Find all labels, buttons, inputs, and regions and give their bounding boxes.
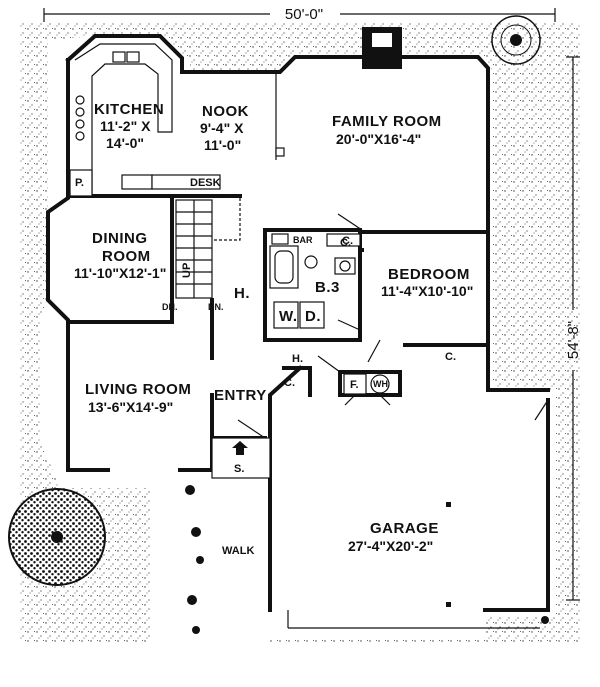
- kitchen-counter: P. DESK: [69, 43, 221, 197]
- garage-dim: 27'-4"X20'-2": [348, 538, 433, 554]
- door-swings: [237, 213, 549, 439]
- closet-label-bedroom: C.: [445, 351, 456, 363]
- kitchen-name: KITCHEN: [94, 101, 164, 118]
- up-label: UP: [181, 263, 193, 278]
- water-heater-label: WH: [373, 379, 388, 389]
- closets: C. C. C. F. WH S.: [211, 235, 456, 479]
- storage-label: S.: [234, 463, 244, 475]
- nook-dim1: 9'-4" X: [200, 120, 244, 136]
- hall-label: H.: [234, 285, 250, 302]
- room-labels: KITCHEN 11'-2" X 14'-0" NOOK 9'-4" X 11'…: [74, 101, 473, 557]
- entry-label: ENTRY: [214, 387, 267, 404]
- dining-name1: DINING: [92, 230, 148, 247]
- garage-marks: [287, 502, 540, 629]
- garage-name: GARAGE: [370, 520, 439, 537]
- bedroom-name: BEDROOM: [388, 266, 470, 283]
- stairs: UP DN. DN.: [162, 195, 241, 312]
- bar-label: BAR: [293, 235, 313, 245]
- tree-left-icon: [8, 488, 106, 586]
- walk-label: WALK: [222, 545, 254, 557]
- family-dim: 20'-0"X16'-4": [336, 131, 421, 147]
- down-label-left: DN.: [162, 302, 178, 312]
- overall-depth: 54'-8": [565, 321, 582, 359]
- closet-label-entry: C.: [284, 377, 295, 389]
- nook-name: NOOK: [202, 103, 249, 120]
- width-dimension: 50'-0": [43, 6, 556, 23]
- pantry-label: P.: [75, 177, 84, 189]
- down-label-right: DN.: [208, 302, 224, 312]
- range-burners-icon: [75, 95, 85, 141]
- bath-label: B.3: [315, 279, 340, 296]
- furnace-label: F.: [350, 379, 359, 391]
- shrubs: [185, 485, 549, 634]
- dryer-label: D.: [305, 308, 321, 325]
- bath-fixtures: BAR C. B.3 W. D.: [269, 233, 361, 329]
- overall-width: 50'-0": [285, 6, 323, 23]
- dining-dim: 11'-10"X12'-1": [74, 265, 166, 281]
- closet-label-hall: C.: [342, 235, 353, 247]
- depth-dimension: 54'-8": [565, 56, 582, 601]
- hall-label-2: H.: [292, 353, 303, 365]
- living-name: LIVING ROOM: [85, 381, 191, 398]
- living-dim: 13'-6"X14'-9": [88, 399, 173, 415]
- entry-arrow-icon: [232, 441, 248, 455]
- bedroom-dim: 11'-4"X10'-10": [381, 283, 473, 299]
- family-name: FAMILY ROOM: [332, 113, 442, 130]
- closet-label-bath: C.: [340, 237, 351, 249]
- interior-walls: [66, 72, 490, 440]
- dining-name2: ROOM: [102, 248, 151, 265]
- nook-dim2: 11'-0": [204, 137, 241, 153]
- tree-top-right-icon: [491, 15, 541, 65]
- kitchen-dim1: 11'-2" X: [100, 118, 151, 134]
- desk-label: DESK: [190, 177, 221, 189]
- kitchen-dim2: 14'-0": [106, 135, 144, 151]
- washer-label: W.: [279, 308, 298, 325]
